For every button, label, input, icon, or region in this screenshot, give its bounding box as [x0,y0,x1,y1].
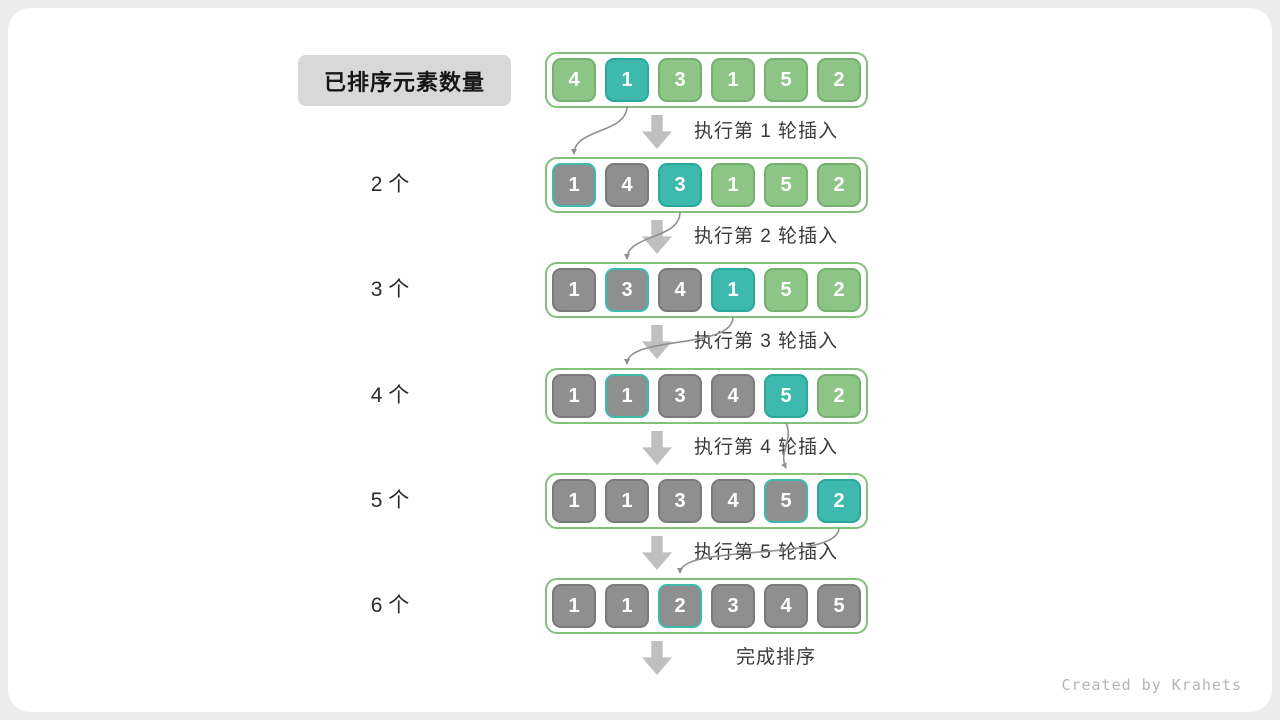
array-cell: 2 [658,584,702,628]
array-cell: 1 [605,58,649,102]
step-label: 执行第 3 轮插入 [694,331,839,352]
array-cell: 5 [764,163,808,207]
sorted-count-value: 5 个 [370,489,410,512]
array-cell: 5 [817,584,861,628]
array-cell: 4 [711,479,755,523]
step-label: 执行第 2 轮插入 [694,226,839,247]
array-cell: 3 [658,58,702,102]
array-cell: 5 [764,58,808,102]
array-cell: 3 [605,268,649,312]
array-cell: 1 [552,268,596,312]
credit-text: Created by Krahets [1061,676,1242,694]
array-cell: 2 [817,58,861,102]
array-cell: 1 [605,584,649,628]
array-cell: 4 [711,374,755,418]
array-cell: 5 [764,374,808,418]
sorted-count-value: 4 个 [370,384,410,407]
array-cell: 2 [817,479,861,523]
sorted-count-value: 6 个 [370,594,410,617]
array-cell: 4 [552,58,596,102]
sorted-count-legend: 已排序元素数量 [298,55,511,106]
array-cell: 2 [817,268,861,312]
array-cell: 1 [605,479,649,523]
array-cell: 2 [817,163,861,207]
step-label: 完成排序 [736,647,817,668]
step-label: 执行第 1 轮插入 [694,121,839,142]
step-label: 执行第 5 轮插入 [694,542,839,563]
array-cell: 3 [658,479,702,523]
array-cell: 1 [605,374,649,418]
sorted-count-value: 3 个 [370,278,410,301]
step-label: 执行第 4 轮插入 [694,437,839,458]
array-cell: 1 [711,163,755,207]
sorted-count-value: 2 个 [370,173,410,196]
array-cell: 3 [711,584,755,628]
array-cell: 4 [764,584,808,628]
array-cell: 1 [711,268,755,312]
array-cell: 3 [658,374,702,418]
array-cell: 1 [552,584,596,628]
array-cell: 5 [764,479,808,523]
array-cell: 4 [658,268,702,312]
array-cell: 4 [605,163,649,207]
array-cell: 1 [711,58,755,102]
array-cell: 1 [552,479,596,523]
array-cell: 1 [552,163,596,207]
array-cell: 2 [817,374,861,418]
array-cell: 3 [658,163,702,207]
array-cell: 1 [552,374,596,418]
array-cell: 5 [764,268,808,312]
